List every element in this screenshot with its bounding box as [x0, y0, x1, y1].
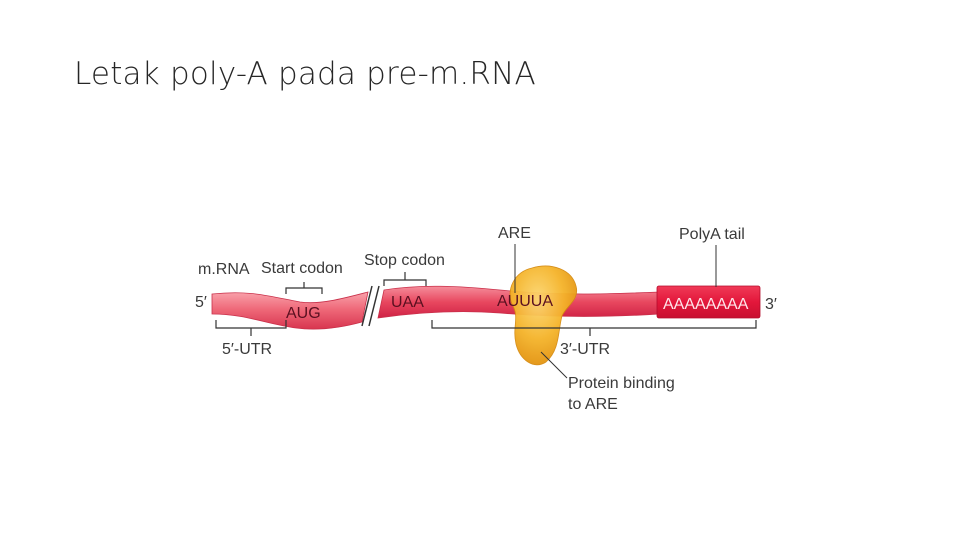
protein-binding-label-line1: Protein binding: [568, 375, 675, 392]
protein-binding-label-line2: to ARE: [568, 396, 618, 413]
utr5-bracket: [215, 320, 287, 336]
start-codon-label: Start codon: [261, 260, 343, 277]
five-prime-label: 5′: [195, 294, 207, 311]
polya-seq: AAAAAAAA: [663, 296, 749, 313]
protein-blob: [509, 265, 578, 366]
utr3-label: 3′-UTR: [560, 341, 610, 358]
are-seq: AUUUA: [497, 293, 553, 310]
mrna-strand-segment-1: [211, 291, 369, 330]
start-codon-bracket: [285, 282, 323, 294]
are-label: ARE: [498, 225, 531, 242]
break-mark-1: [361, 285, 373, 327]
protein-pointer: [540, 351, 568, 379]
three-prime-label: 3′: [765, 296, 777, 313]
slide-title: Letak poly-A pada pre-m.RNA: [74, 56, 536, 92]
stop-codon-bracket: [383, 272, 427, 286]
utr3-bracket: [431, 320, 757, 336]
stop-codon-seq: UAA: [391, 294, 424, 311]
polya-tail-label: PolyA tail: [679, 226, 745, 243]
polya-tail-block: [656, 285, 761, 319]
break-mark-2: [368, 285, 380, 327]
utr5-label: 5′-UTR: [222, 341, 272, 358]
stop-codon-label: Stop codon: [364, 252, 445, 269]
start-codon-seq: AUG: [286, 305, 321, 322]
mrna-label: m.RNA: [198, 261, 250, 278]
